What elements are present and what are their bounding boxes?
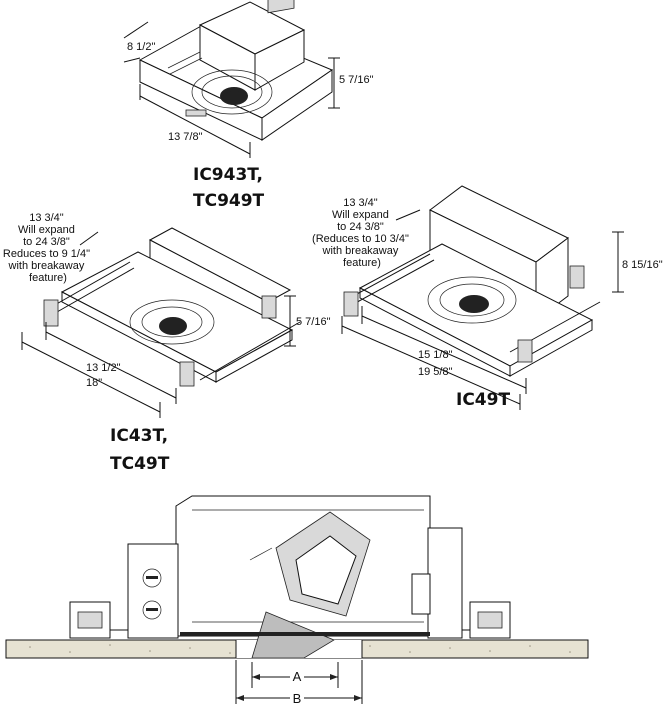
left-dim-length-outer: 18" bbox=[86, 377, 102, 389]
fixture-top-drawing: 8 1/2" 5 7/16" 13 7/8" IC943T, TC949T bbox=[123, 0, 374, 211]
left-model-line2: TC49T bbox=[110, 454, 170, 474]
dim-line-depth bbox=[123, 21, 149, 39]
right-dim-length-outer: 19 5/8" bbox=[418, 366, 453, 378]
left-model-line1: IC43T, bbox=[110, 426, 168, 446]
junction-box-left bbox=[127, 543, 179, 639]
right-note: 13 3/4" Will expand to 24 3/8" (Reduces … bbox=[312, 197, 412, 269]
left-dim-height: 5 7/16" bbox=[296, 316, 331, 328]
fixture-left-drawing: 13 3/4" Will expand to 24 3/8" Reduces t… bbox=[3, 212, 331, 474]
top-dim-depth: 8 1/2" bbox=[127, 41, 155, 53]
right-dim-length-inner: 15 1/8" bbox=[418, 349, 453, 361]
left-dim-length-inner: 13 1/2" bbox=[86, 362, 121, 374]
top-dim-length: 13 7/8" bbox=[168, 131, 203, 143]
fixture-right-drawing: 13 3/4" Will expand to 24 3/8" (Reduces … bbox=[312, 185, 663, 410]
dim-line-length bbox=[139, 95, 251, 155]
right-dim-height: 8 15/16" bbox=[622, 259, 663, 271]
driver-box-right bbox=[427, 527, 463, 639]
top-model-line2: TC949T bbox=[193, 191, 265, 211]
section-label-a: A bbox=[293, 669, 302, 684]
section-view: A B bbox=[5, 495, 589, 704]
left-note: 13 3/4" Will expand to 24 3/8" Reduces t… bbox=[3, 212, 93, 284]
top-model-line1: IC943T, bbox=[193, 165, 263, 185]
top-dim-height: 5 7/16" bbox=[339, 74, 374, 86]
ceiling-texture bbox=[29, 644, 571, 654]
right-model-line1: IC49T bbox=[456, 390, 510, 410]
section-label-b: B bbox=[293, 691, 302, 704]
